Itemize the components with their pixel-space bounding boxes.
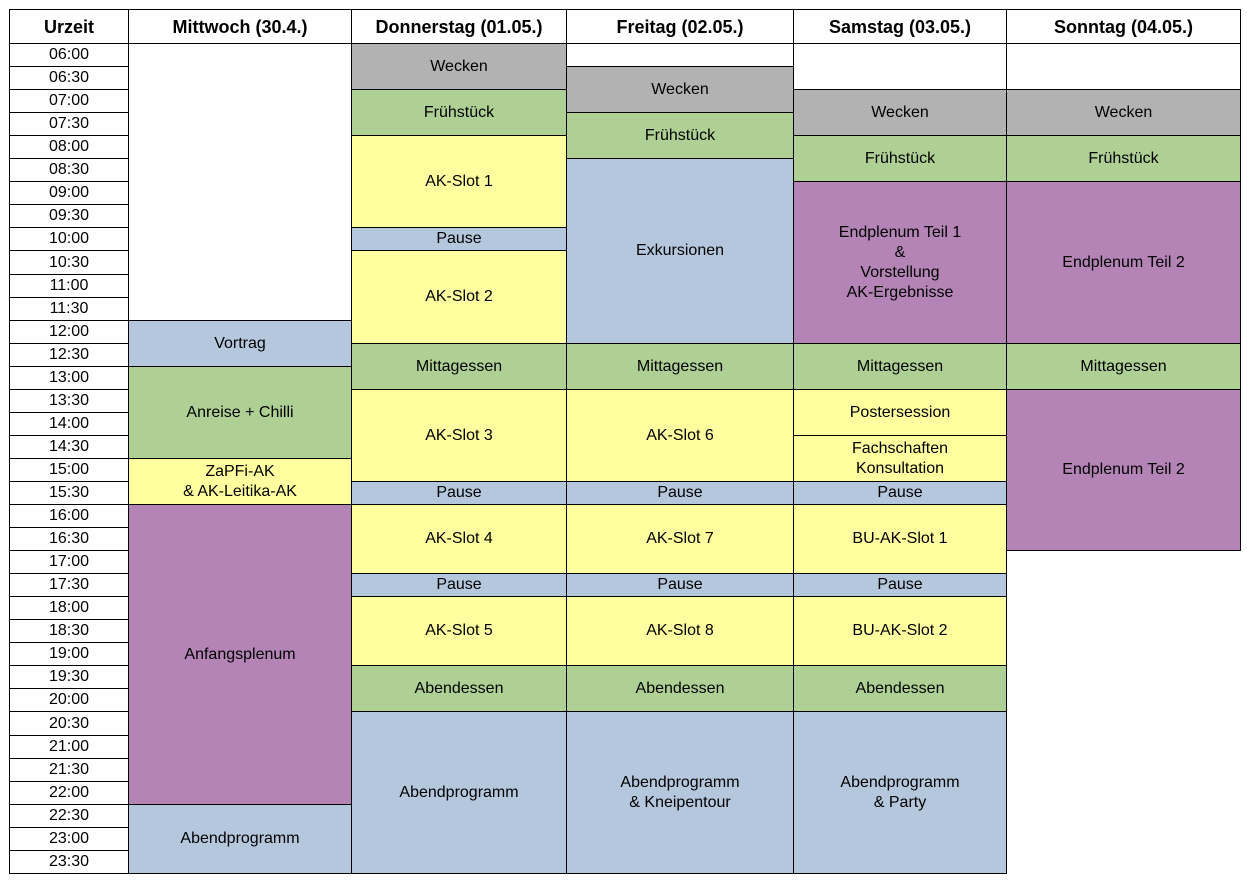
time-cell: 14:00 bbox=[9, 412, 129, 436]
event-friday: AK-Slot 6 bbox=[566, 389, 794, 482]
time-cell: 15:30 bbox=[9, 481, 129, 505]
event-saturday: Mittagessen bbox=[793, 343, 1007, 390]
event-thursday: Abendessen bbox=[351, 665, 567, 712]
event-saturday: Abendprogramm & Party bbox=[793, 711, 1007, 874]
time-cell: 08:00 bbox=[9, 135, 129, 159]
time-cell: 21:30 bbox=[9, 758, 129, 782]
event-wednesday: ZaPFi-AK & AK-Leitika-AK bbox=[128, 458, 352, 505]
time-cell: 16:30 bbox=[9, 527, 129, 551]
event-thursday: AK-Slot 5 bbox=[351, 596, 567, 666]
event-thursday: Abendprogramm bbox=[351, 711, 567, 874]
event-wednesday bbox=[128, 43, 352, 321]
event-friday: Exkursionen bbox=[566, 158, 794, 344]
time-cell: 17:00 bbox=[9, 550, 129, 574]
time-cell: 14:30 bbox=[9, 435, 129, 459]
time-cell: 07:00 bbox=[9, 89, 129, 113]
time-cell: 18:30 bbox=[9, 619, 129, 643]
event-saturday: Wecken bbox=[793, 89, 1007, 136]
event-friday: AK-Slot 7 bbox=[566, 504, 794, 574]
event-thursday: AK-Slot 4 bbox=[351, 504, 567, 574]
event-friday: Pause bbox=[566, 573, 794, 597]
time-cell: 08:30 bbox=[9, 158, 129, 182]
event-saturday bbox=[793, 43, 1007, 90]
day-header-friday: Freitag (02.05.) bbox=[566, 9, 794, 44]
time-cell: 10:00 bbox=[9, 227, 129, 251]
time-cell: 22:30 bbox=[9, 804, 129, 828]
time-cell: 13:30 bbox=[9, 389, 129, 413]
day-header-saturday: Samstag (03.05.) bbox=[793, 9, 1007, 44]
event-sunday: Endplenum Teil 2 bbox=[1006, 389, 1241, 551]
day-header-sunday: Sonntag (04.05.) bbox=[1006, 9, 1241, 44]
event-saturday: Pause bbox=[793, 573, 1007, 597]
event-thursday: Wecken bbox=[351, 43, 567, 90]
time-cell: 10:30 bbox=[9, 250, 129, 275]
time-cell: 19:30 bbox=[9, 665, 129, 689]
time-cell: 21:00 bbox=[9, 735, 129, 759]
time-cell: 06:30 bbox=[9, 66, 129, 90]
time-cell: 12:30 bbox=[9, 343, 129, 367]
day-header-thursday: Donnerstag (01.05.) bbox=[351, 9, 567, 44]
event-sunday bbox=[1006, 43, 1241, 90]
time-cell: 09:00 bbox=[9, 181, 129, 205]
time-cell: 23:00 bbox=[9, 827, 129, 851]
time-cell: 12:00 bbox=[9, 320, 129, 344]
time-cell: 15:00 bbox=[9, 458, 129, 482]
event-sunday: Frühstück bbox=[1006, 135, 1241, 182]
event-thursday: Mittagessen bbox=[351, 343, 567, 390]
event-saturday: BU-AK-Slot 2 bbox=[793, 596, 1007, 666]
time-cell: 07:30 bbox=[9, 112, 129, 136]
time-cell: 09:30 bbox=[9, 204, 129, 228]
event-sunday: Wecken bbox=[1006, 89, 1241, 136]
event-saturday: Frühstück bbox=[793, 135, 1007, 182]
event-saturday: Endplenum Teil 1 & Vorstellung AK-Ergebn… bbox=[793, 181, 1007, 344]
event-sunday: Mittagessen bbox=[1006, 343, 1241, 390]
event-saturday: Postersession bbox=[793, 389, 1007, 436]
time-cell: 22:00 bbox=[9, 781, 129, 805]
event-thursday: Pause bbox=[351, 481, 567, 505]
event-thursday: Pause bbox=[351, 227, 567, 251]
event-saturday: BU-AK-Slot 1 bbox=[793, 504, 1007, 574]
event-wednesday: Abendprogramm bbox=[128, 804, 352, 874]
time-cell: 06:00 bbox=[9, 43, 129, 67]
event-saturday: Pause bbox=[793, 481, 1007, 505]
event-friday: Mittagessen bbox=[566, 343, 794, 390]
time-column-header: Urzeit bbox=[9, 9, 129, 44]
event-thursday: Frühstück bbox=[351, 89, 567, 136]
day-header-wednesday: Mittwoch (30.4.) bbox=[128, 9, 352, 44]
event-saturday: Abendessen bbox=[793, 665, 1007, 712]
event-wednesday: Anreise + Chilli bbox=[128, 366, 352, 459]
time-cell: 13:00 bbox=[9, 366, 129, 390]
time-cell: 18:00 bbox=[9, 596, 129, 620]
time-cell: 23:30 bbox=[9, 850, 129, 874]
time-cell: 19:00 bbox=[9, 642, 129, 666]
event-thursday: AK-Slot 1 bbox=[351, 135, 567, 228]
event-thursday: Pause bbox=[351, 573, 567, 597]
event-thursday: AK-Slot 3 bbox=[351, 389, 567, 482]
time-cell: 20:00 bbox=[9, 688, 129, 712]
time-cell: 11:00 bbox=[9, 274, 129, 298]
event-friday: Abendprogramm & Kneipentour bbox=[566, 711, 794, 874]
time-cell: 17:30 bbox=[9, 573, 129, 597]
event-friday: Frühstück bbox=[566, 112, 794, 159]
time-cell: 16:00 bbox=[9, 504, 129, 528]
event-wednesday: Vortrag bbox=[128, 320, 352, 367]
event-sunday: Endplenum Teil 2 bbox=[1006, 181, 1241, 344]
event-friday: AK-Slot 8 bbox=[566, 596, 794, 666]
event-friday: Abendessen bbox=[566, 665, 794, 712]
event-thursday: AK-Slot 2 bbox=[351, 250, 567, 344]
event-wednesday: Anfangsplenum bbox=[128, 504, 352, 805]
event-saturday: Fachschaften Konsultation bbox=[793, 435, 1007, 482]
event-friday: Pause bbox=[566, 481, 794, 505]
time-cell: 20:30 bbox=[9, 711, 129, 736]
time-cell: 11:30 bbox=[9, 297, 129, 321]
event-friday: Wecken bbox=[566, 66, 794, 113]
